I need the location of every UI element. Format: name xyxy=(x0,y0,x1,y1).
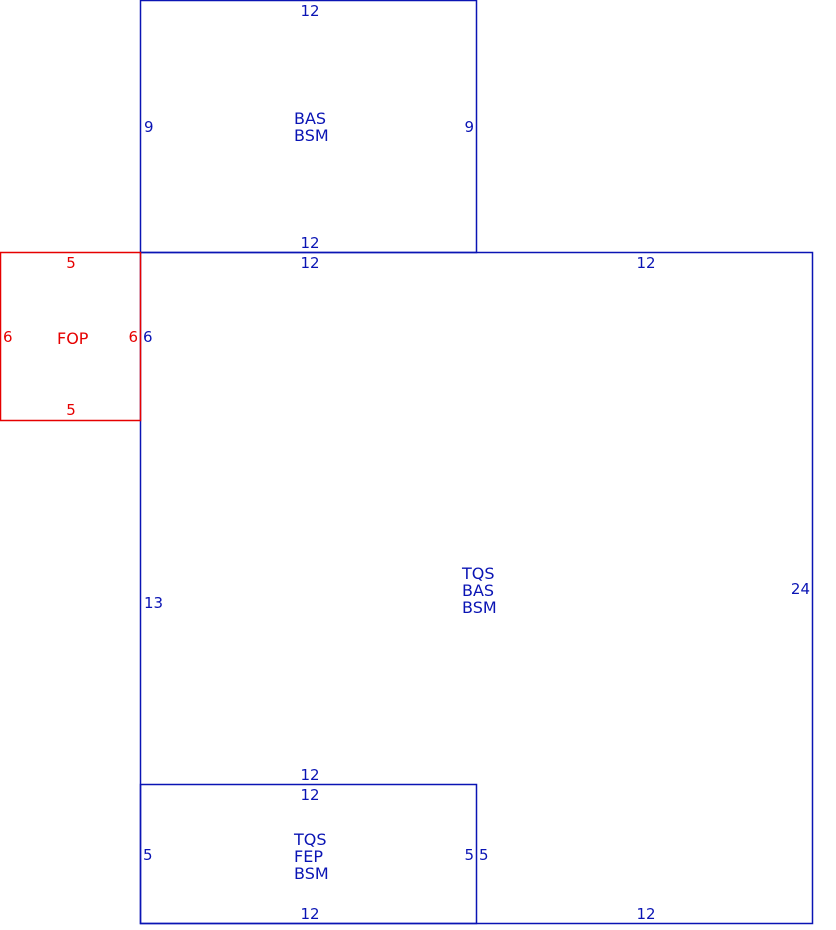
main-section-outline xyxy=(139,251,814,925)
main-dim-top-left: 12 xyxy=(300,254,319,272)
top-dim-top: 12 xyxy=(300,2,319,20)
porch-code: FOP xyxy=(57,329,89,348)
porch-section-outline xyxy=(0,251,142,422)
bottom-dim-top-outer: 12 xyxy=(300,766,319,784)
main-dim-left-upper: 6 xyxy=(143,328,153,346)
main-dim-bottom-right: 12 xyxy=(636,905,655,923)
main-code-2: BAS xyxy=(462,581,494,600)
top-dim-left: 9 xyxy=(144,118,154,136)
porch-dim-bottom: 5 xyxy=(66,401,76,419)
bottom-code-1: TQS xyxy=(293,830,327,849)
top-dim-right: 9 xyxy=(464,118,474,136)
top-code-2: BSM xyxy=(294,126,329,145)
top-code-1: BAS xyxy=(294,109,326,128)
top-dim-bottom: 12 xyxy=(300,234,319,252)
bottom-section-outline xyxy=(139,783,478,925)
bottom-dim-top-inner: 12 xyxy=(300,786,319,804)
main-dim-left-lower: 13 xyxy=(144,594,163,612)
bottom-dim-right: 5 xyxy=(464,846,474,864)
porch-dim-right: 6 xyxy=(128,328,138,346)
bottom-dim-left: 5 xyxy=(143,846,153,864)
bottom-code-2: FEP xyxy=(294,847,323,866)
porch-dim-left: 6 xyxy=(3,328,13,346)
bottom-dim-bottom: 12 xyxy=(300,905,319,923)
bottom-dim-right-outer: 5 xyxy=(479,846,489,864)
bottom-code-3: BSM xyxy=(294,864,329,883)
main-code-3: BSM xyxy=(462,598,497,617)
main-dim-top-right: 12 xyxy=(636,254,655,272)
main-code-1: TQS xyxy=(461,564,495,583)
main-dim-right: 24 xyxy=(791,580,810,598)
porch-dim-top: 5 xyxy=(66,254,76,272)
